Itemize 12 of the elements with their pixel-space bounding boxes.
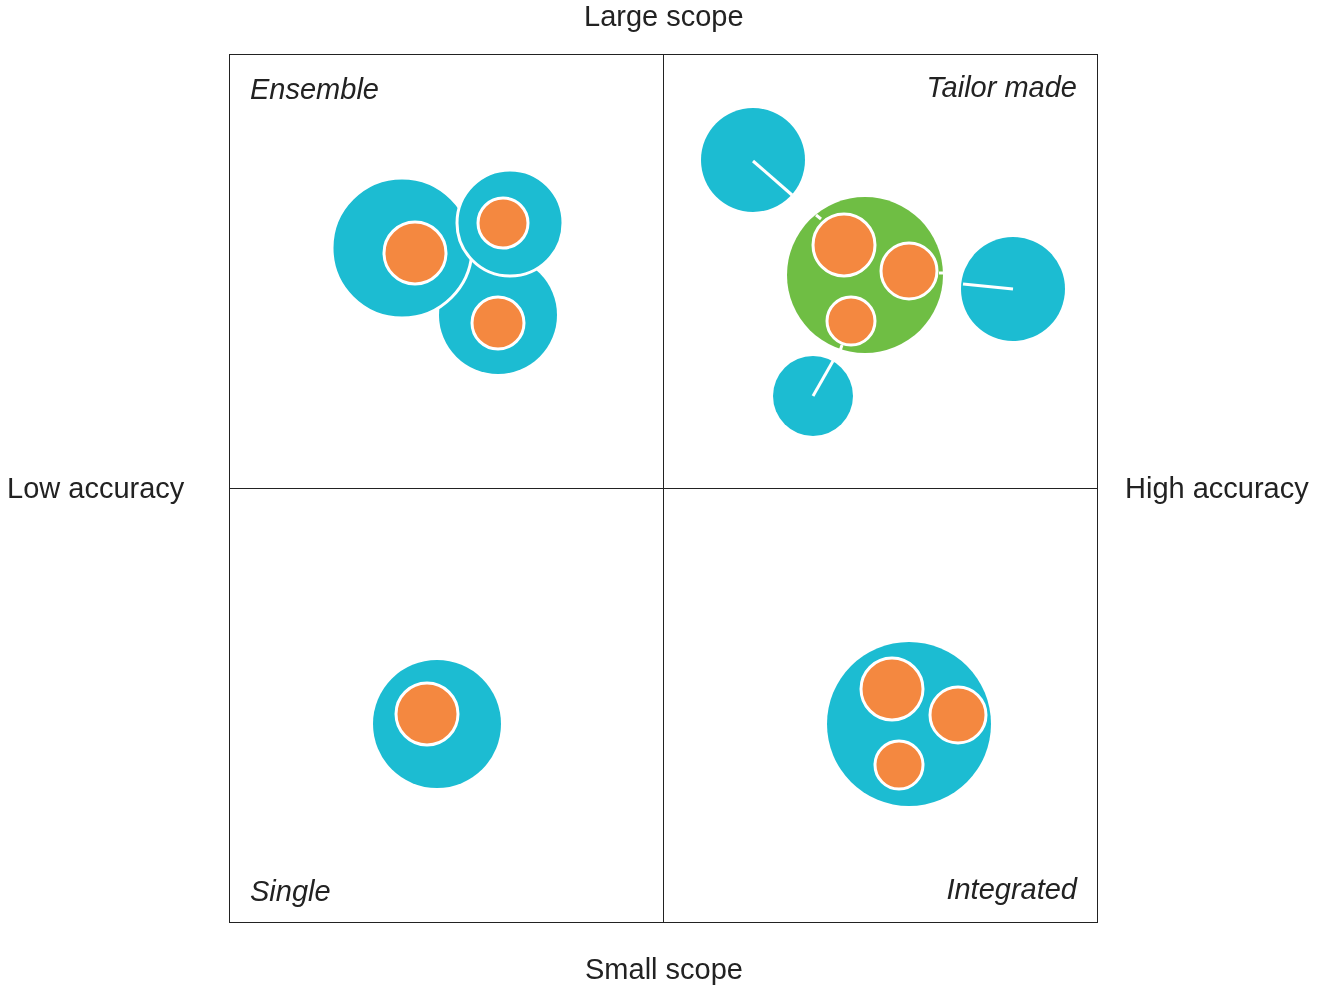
axis-label: High accuracy [1125,472,1309,505]
axis-label: Small scope [585,953,743,986]
quadrant-title: Integrated [946,873,1077,906]
quadrant-box [663,54,1098,489]
axis-label: Low accuracy [7,472,185,505]
quadrant-title: Single [250,875,331,908]
quadrant-box [229,54,664,489]
quadrant-title: Tailor made [926,71,1077,104]
quadrant-box [663,488,1098,923]
quadrant-box [229,488,664,923]
axis-label: Large scope [584,0,744,33]
quadrant-title: Ensemble [250,73,379,106]
